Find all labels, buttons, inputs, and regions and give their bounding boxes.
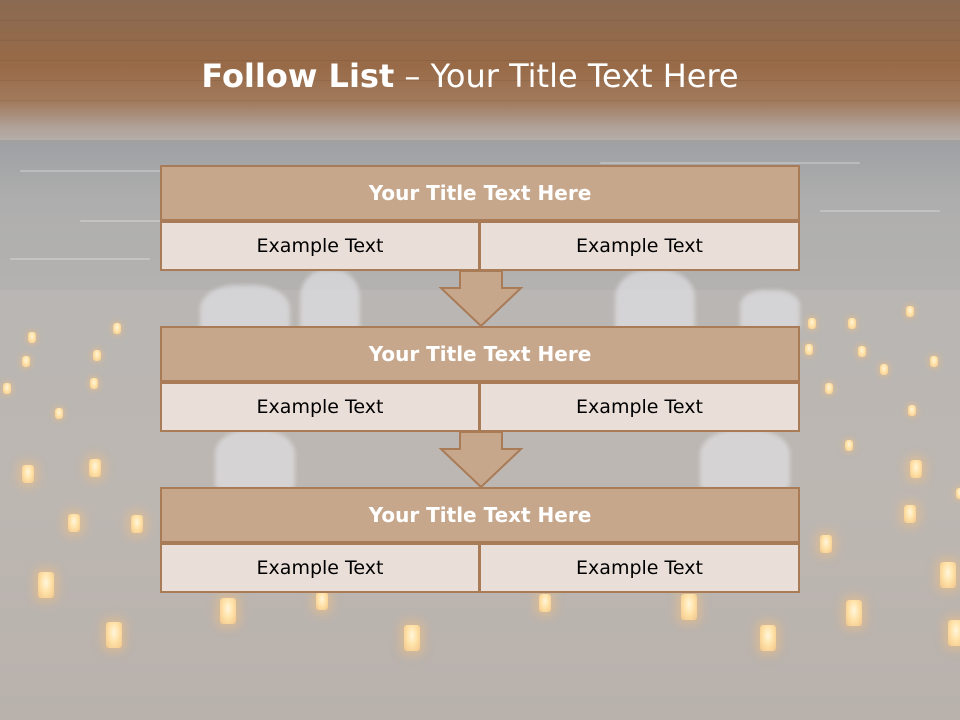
candle-lantern [22, 356, 30, 367]
step-cell-right: Example Text [480, 543, 800, 593]
page-title: Follow List – Your Title Text Here [0, 54, 940, 98]
candle-lantern [820, 535, 832, 553]
candle-lantern [89, 459, 101, 477]
candle-lantern [904, 505, 916, 523]
candle-lantern [404, 625, 420, 651]
candle-lantern [539, 594, 551, 612]
candle-lantern [28, 332, 36, 343]
step-title: Your Title Text Here [160, 487, 800, 543]
background-figure [740, 290, 800, 330]
background-figure [700, 430, 790, 490]
step-cell-left: Example Text [160, 543, 480, 593]
title-rest: – Your Title Text Here [394, 57, 739, 95]
candle-lantern [848, 318, 856, 329]
step-title: Your Title Text Here [160, 165, 800, 221]
candle-lantern [805, 344, 813, 355]
candle-lantern [825, 383, 833, 394]
follow-list-step: Your Title Text Here Example Text Exampl… [160, 487, 800, 593]
candle-lantern [908, 405, 916, 416]
background-figure [215, 430, 295, 490]
candle-lantern [906, 306, 914, 317]
candle-lantern [106, 622, 122, 648]
candle-lantern [930, 356, 938, 367]
candle-lantern [760, 625, 776, 651]
candle-lantern [846, 600, 862, 626]
title-bar: Follow List – Your Title Text Here [0, 0, 960, 145]
candle-lantern [90, 378, 98, 389]
follow-list-step: Your Title Text Here Example Text Exampl… [160, 326, 800, 432]
candle-lantern [940, 562, 956, 588]
candle-lantern [808, 318, 816, 329]
candle-lantern [948, 620, 960, 646]
candle-lantern [22, 465, 34, 483]
follow-list-step: Your Title Text Here Example Text Exampl… [160, 165, 800, 271]
candle-lantern [858, 346, 866, 357]
candle-lantern [681, 594, 697, 620]
candle-lantern [113, 323, 121, 334]
candle-lantern [956, 488, 960, 499]
step-cell-right: Example Text [480, 382, 800, 432]
candle-lantern [3, 383, 11, 394]
down-arrow-icon [438, 270, 524, 328]
candle-lantern [880, 364, 888, 375]
candle-lantern [55, 408, 63, 419]
step-cell-left: Example Text [160, 382, 480, 432]
candle-lantern [68, 514, 80, 532]
title-bold: Follow List [201, 57, 395, 95]
candle-lantern [131, 515, 143, 533]
step-cell-left: Example Text [160, 221, 480, 271]
candle-lantern [220, 598, 236, 624]
candle-lantern [845, 440, 853, 451]
candle-lantern [38, 572, 54, 598]
candle-lantern [93, 350, 101, 361]
step-cell-right: Example Text [480, 221, 800, 271]
step-title: Your Title Text Here [160, 326, 800, 382]
candle-lantern [316, 592, 328, 610]
down-arrow-icon [438, 431, 524, 489]
candle-lantern [910, 460, 922, 478]
